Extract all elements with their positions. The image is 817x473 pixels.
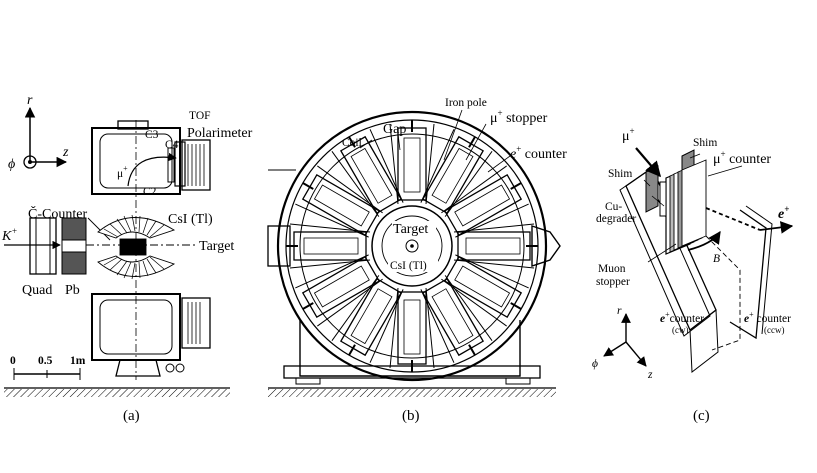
panel-a: r ϕ z C3 C4 TOF Polarimeter μ+ C2 Č-Coun… xyxy=(1,93,253,424)
beamline-a xyxy=(4,217,196,275)
axis-z-label-c: z xyxy=(647,369,653,381)
panel-c: μ+ Shim Shim μ+ counter Cu- degrader e+ … xyxy=(592,126,794,424)
e-counter-ccw-label: e+ counter xyxy=(744,310,791,325)
stopper-label: stopper xyxy=(596,276,630,288)
c2-label: C2 xyxy=(143,186,157,198)
mu-label-a: μ+ xyxy=(117,164,128,180)
axes-a-icon xyxy=(23,106,68,169)
mu-label-c: μ+ xyxy=(622,126,635,144)
magnet-upper-a xyxy=(91,120,211,195)
coil-label: Coil xyxy=(342,137,362,149)
target-label-b: Target xyxy=(393,222,428,237)
csi-label-a: CsI (Tl) xyxy=(168,212,213,227)
tof-label: TOF xyxy=(189,110,211,122)
scale-bar xyxy=(4,368,230,397)
scale-05-label: 0.5 xyxy=(38,355,53,367)
e-counter-label-b: e+ counter xyxy=(510,144,567,162)
c3-label: C3 xyxy=(145,129,159,141)
muon-label: Muon xyxy=(598,263,626,275)
cw-label: (cw) xyxy=(672,325,689,335)
kaon-label: K+ xyxy=(1,226,17,244)
stopper-assembly xyxy=(619,147,794,373)
ccw-label: (ccw) xyxy=(764,325,784,335)
iron-pole-label: Iron pole xyxy=(445,97,487,109)
gap-label: Gap xyxy=(383,122,406,137)
caption-a: (a) xyxy=(123,408,140,424)
shim-top-label: Shim xyxy=(693,137,717,149)
axis-phi-label: ϕ xyxy=(8,157,15,172)
quad-label: Quad xyxy=(22,283,52,298)
b-field-label: B xyxy=(713,253,720,265)
pb-label: Pb xyxy=(65,283,80,298)
e-plus-label: e+ xyxy=(778,204,789,222)
c4-label: C4 xyxy=(165,139,179,151)
caption-c: (c) xyxy=(693,408,710,424)
degrader-label: degrader xyxy=(596,213,636,225)
axis-z-label: z xyxy=(62,145,69,160)
csi-label-b: CsI (Tl) xyxy=(390,260,427,272)
shim-left-label: Shim xyxy=(608,168,632,180)
axis-phi-label-c: ϕ xyxy=(592,358,598,370)
magnet-lower-a xyxy=(91,293,211,377)
cu-label: Cu- xyxy=(605,201,622,213)
axis-r-label-c: r xyxy=(617,305,622,317)
polarimeter-label: Polarimeter xyxy=(187,126,253,141)
axes-c-icon xyxy=(603,313,647,367)
scale-1m-label: 1m xyxy=(70,355,86,367)
target-label-a: Target xyxy=(199,239,234,254)
panel-b: Coil Gap Iron pole μ+ stopper e+ counter… xyxy=(267,97,567,424)
mu-counter-label: μ+ counter xyxy=(713,149,771,167)
toroidal-magnet xyxy=(267,109,561,397)
mu-stopper-label: μ+ stopper xyxy=(490,108,548,126)
axis-r-label: r xyxy=(27,93,33,108)
caption-b: (b) xyxy=(402,408,420,424)
e-counter-cw-label: e+counter xyxy=(660,310,704,325)
scale-0-label: 0 xyxy=(10,355,16,367)
